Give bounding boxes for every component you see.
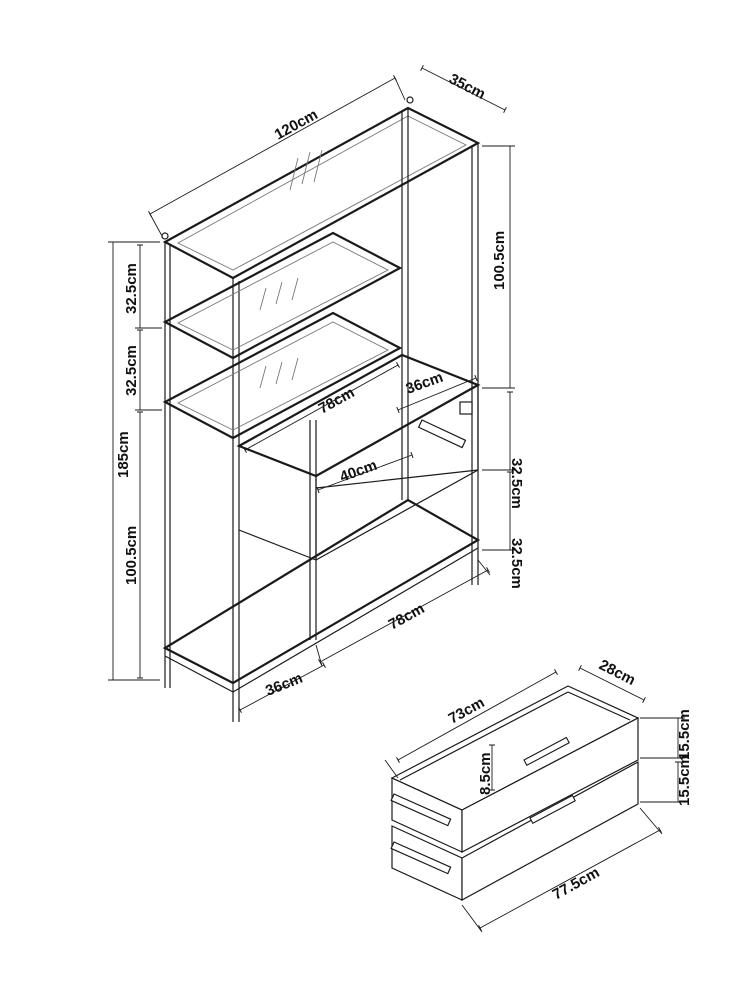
- dim-drawer-width-front: 77.5cm: [550, 864, 603, 904]
- dim-height-right-upper: 100.5cm: [491, 231, 508, 290]
- dim-drawer-front-height-2: 15.5cm: [676, 755, 693, 806]
- dim-line-depth-bottom: [238, 661, 326, 714]
- glass-reflection-mid: [259, 277, 299, 311]
- dim-line-width-bottom: [318, 566, 490, 666]
- drawer-upper-front: [461, 717, 639, 853]
- dim-line-drawer-width-front: [478, 826, 662, 932]
- dim-height-left-shelf-1: 32.5cm: [123, 263, 140, 314]
- dim-line-width-top: [148, 75, 397, 217]
- dim-depth-bottom: 36cm: [263, 670, 305, 700]
- dim-line-drawer-width-top: [396, 669, 558, 763]
- bottom-shelf: [162, 498, 481, 685]
- dim-line-inner-width-upper: [243, 362, 400, 453]
- dim-line-drawer-depth: [578, 664, 646, 704]
- drawer-lower-handle: [529, 794, 576, 825]
- dim-width-top: 120cm: [272, 106, 321, 144]
- shelf-level-2: [162, 231, 403, 360]
- dim-height-left-lower: 100.5cm: [123, 526, 140, 585]
- dim-line-inner-drawer-width: [316, 451, 414, 494]
- dim-drawer-inner-height: 8.5cm: [477, 752, 494, 795]
- top-pin-right: [406, 96, 414, 104]
- glass-reflection-low: [259, 357, 299, 389]
- drawer-runner-lower: [390, 841, 452, 875]
- drawer-runner: [417, 419, 467, 449]
- dim-height-right-drawer-1: 32.5cm: [508, 458, 525, 509]
- top-shelf: [162, 106, 481, 280]
- top-pin-left: [161, 232, 169, 240]
- glass-reflection-top: [289, 149, 323, 191]
- dim-height-right-drawer-2: 32.5cm: [508, 538, 525, 589]
- dim-depth-top: 35cm: [446, 70, 488, 103]
- drawer-detail: [390, 685, 640, 902]
- dim-height-left-shelf-2: 32.5cm: [123, 345, 140, 396]
- dim-width-bottom: 78cm: [386, 600, 428, 633]
- dim-height-total: 185cm: [115, 431, 132, 478]
- dim-line-depth-top: [420, 64, 507, 114]
- drawer-runner-upper: [390, 793, 452, 827]
- drawer-runner-end: [459, 401, 473, 415]
- top-glass-panel: [177, 115, 467, 271]
- dim-drawer-depth: 28cm: [596, 656, 638, 689]
- dim-drawer-front-height-1: 15.5cm: [676, 709, 693, 760]
- dim-drawer-width-top: 73cm: [446, 694, 488, 727]
- shelf-level-3: [162, 311, 403, 440]
- dim-line-inner-depth-upper: [396, 374, 478, 414]
